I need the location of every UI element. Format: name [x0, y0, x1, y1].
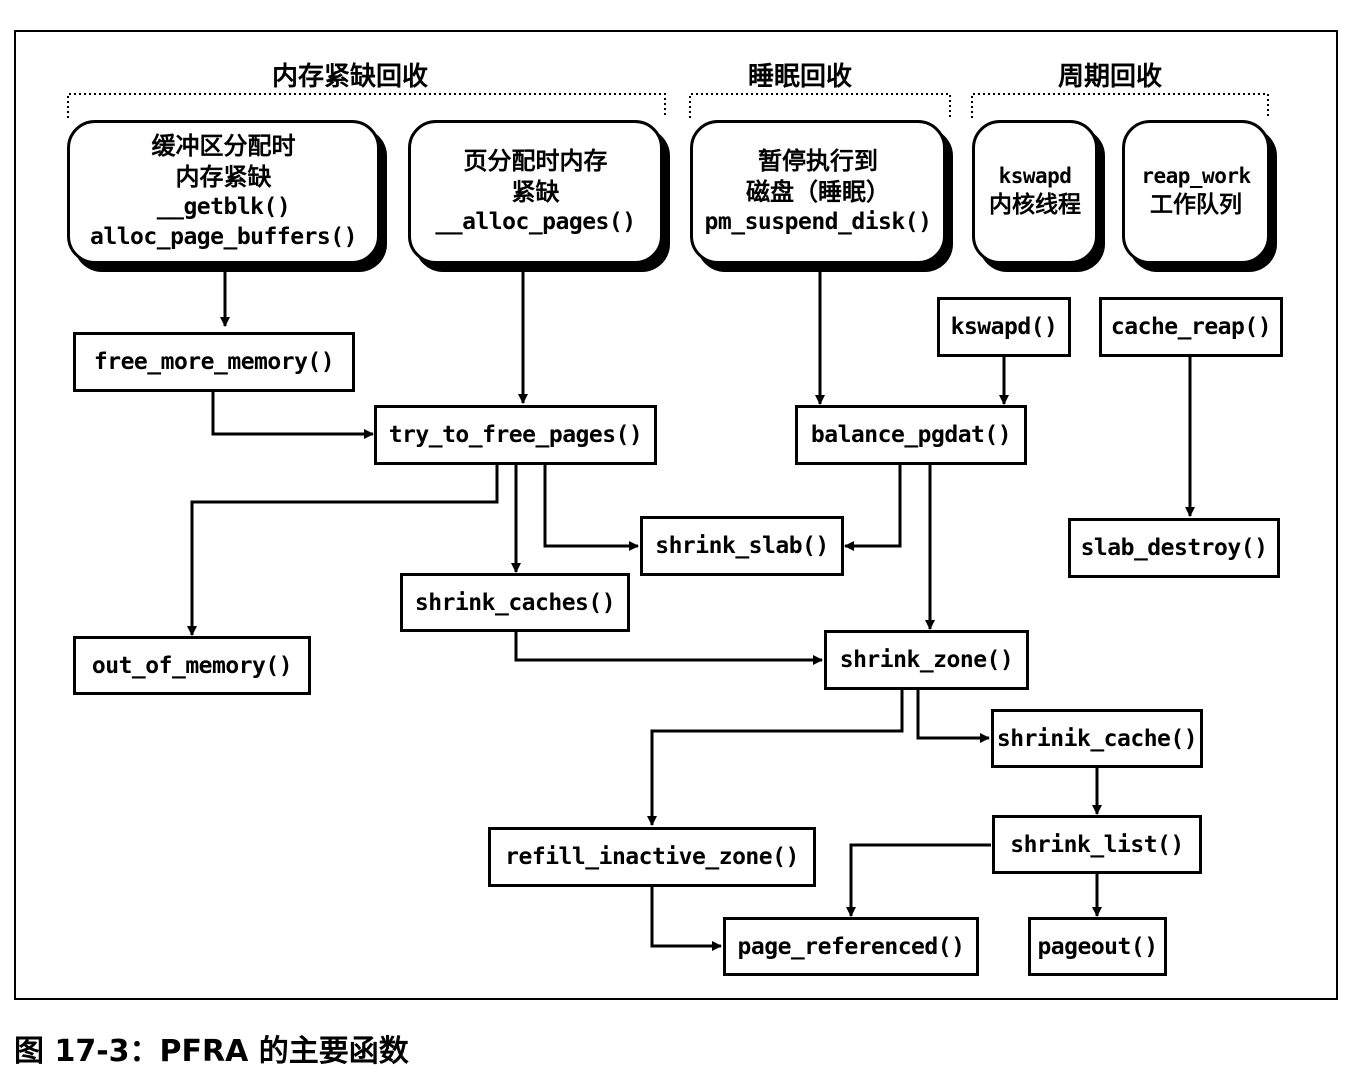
arrow-shrink-list-to-page-referenced: [846, 843, 991, 917]
diagram-frame: [14, 30, 1338, 1000]
box-try-to-free-pages: try_to_free_pages(): [374, 405, 657, 465]
group-title-memory-shortage: 内存紧缺回收: [271, 62, 428, 92]
group-title-periodic: 周期回收: [1057, 62, 1162, 92]
trigger-kswapd-label: 内核线程: [989, 191, 1081, 218]
box-shrink-cache: shrinik_cache(): [991, 709, 1203, 768]
trigger-kswapd-fn: kswapd: [998, 164, 1072, 189]
box-out-of-memory: out_of_memory(): [73, 636, 311, 695]
trigger-buffer-alloc-line2: 内存紧缺: [175, 163, 272, 192]
trigger-page-alloc-line1: 页分配时内存: [463, 146, 608, 175]
bracket-periodic: [971, 93, 1269, 118]
arrow-refill-to-page-referenced: [650, 887, 722, 951]
trigger-buffer-alloc-fn2: alloc_page_buffers(): [90, 224, 357, 251]
trigger-page-alloc-fn1: __alloc_pages(): [435, 209, 636, 236]
arrow-try-free-to-out-of-memory: [187, 465, 499, 636]
trigger-suspend-line1: 暂停执行到: [758, 146, 878, 175]
box-kswapd: kswapd(): [937, 297, 1071, 357]
box-shrink-list: shrink_list(): [992, 815, 1202, 874]
arrow-try-free-to-shrink-slab: [543, 465, 639, 551]
arrow-shrink-caches-to-shrink-zone: [514, 632, 823, 665]
trigger-buffer-alloc-fn1: __getblk(): [156, 194, 291, 221]
trigger-kswapd-thread: kswapd 内核线程: [972, 120, 1098, 264]
arrow-balance-to-shrink-slab: [844, 465, 902, 551]
trigger-suspend: 暂停执行到 磁盘（睡眠） pm_suspend_disk(): [690, 120, 946, 264]
trigger-reap-work-label: 工作队列: [1150, 191, 1242, 218]
trigger-suspend-line2: 磁盘（睡眠）: [746, 178, 890, 207]
arrow-shrink-zone-to-refill: [647, 690, 904, 826]
bracket-sleep: [689, 93, 951, 118]
box-pageout: pageout(): [1028, 917, 1167, 976]
trigger-reap-work-fn: reap_work: [1141, 164, 1251, 189]
box-slab-destroy: slab_destroy(): [1068, 518, 1280, 578]
box-shrink-slab: shrink_slab(): [640, 516, 844, 576]
trigger-reap-work: reap_work 工作队列: [1122, 120, 1270, 264]
box-cache-reap: cache_reap(): [1099, 297, 1283, 357]
arrow-free-more-memory-to-try-free: [211, 392, 374, 439]
box-shrink-caches: shrink_caches(): [400, 573, 630, 632]
box-free-more-memory: free_more_memory(): [73, 332, 355, 392]
box-balance-pgdat: balance_pgdat(): [795, 405, 1027, 465]
trigger-buffer-alloc-line1: 缓冲区分配时: [151, 131, 296, 160]
trigger-page-alloc: 页分配时内存 紧缺 __alloc_pages(): [408, 120, 663, 264]
figure-caption: 图 17-3：PFRA 的主要函数: [14, 1034, 409, 1069]
box-shrink-zone: shrink_zone(): [824, 630, 1029, 690]
box-refill-inactive-zone: refill_inactive_zone(): [488, 827, 816, 887]
trigger-buffer-alloc: 缓冲区分配时 内存紧缺 __getblk() alloc_page_buffer…: [67, 120, 380, 264]
arrow-shrink-zone-to-shrink-cache: [916, 690, 990, 743]
trigger-suspend-fn1: pm_suspend_disk(): [704, 209, 932, 236]
bracket-memory-shortage: [67, 93, 666, 118]
group-title-sleep: 睡眠回收: [747, 62, 852, 92]
trigger-page-alloc-line2: 紧缺: [511, 178, 560, 207]
box-page-referenced: page_referenced(): [723, 917, 979, 976]
